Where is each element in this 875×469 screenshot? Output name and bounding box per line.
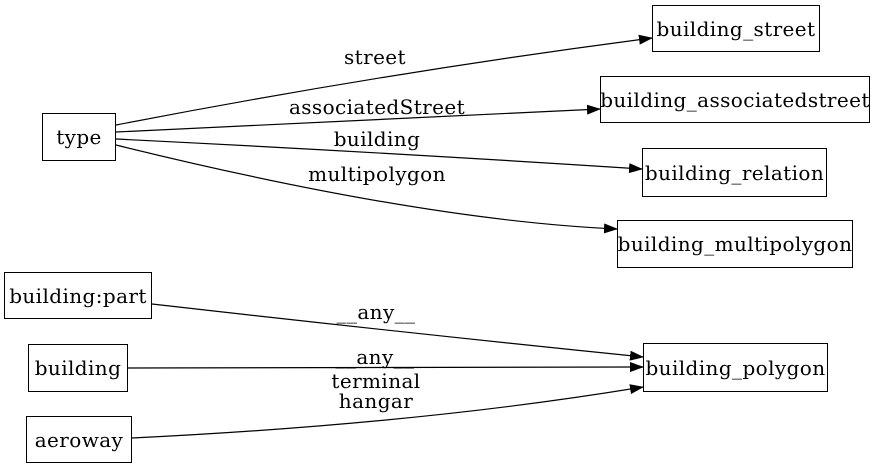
edge-label-line: associatedStreet bbox=[288, 95, 466, 119]
edge-label-building-part-to-building-polygon: __any__ bbox=[337, 302, 416, 322]
node-building-polygon: building_polygon bbox=[643, 343, 828, 392]
edge-label-line: building bbox=[333, 127, 421, 151]
edge-type-to-building-associatedstreet bbox=[115, 104, 601, 133]
edge-label-line: street bbox=[344, 45, 406, 69]
node-building-part: building:part bbox=[4, 272, 152, 319]
edge-label-type-to-building-relation: building bbox=[334, 129, 421, 149]
edge-type-to-building-relation bbox=[115, 138, 643, 174]
node-building-multipolygon: building_multipolygon bbox=[617, 220, 853, 268]
edge-type-to-building-multipolygon bbox=[115, 144, 618, 234]
node-building-associatedstreet: building_associatedstreet bbox=[600, 76, 870, 123]
edge-label-line: multipolygon bbox=[308, 162, 446, 186]
node-building-relation: building_relation bbox=[642, 148, 827, 197]
edge-aeroway-to-building-polygon bbox=[131, 384, 644, 439]
node-building-street: building_street bbox=[652, 5, 820, 52]
edge-label-line: __any__ bbox=[335, 345, 415, 369]
edge-label-type-to-building-multipolygon: multipolygon bbox=[308, 164, 446, 184]
node-type: type bbox=[42, 113, 116, 161]
edge-label-line: hangar bbox=[338, 389, 414, 413]
node-aeroway: aeroway bbox=[26, 416, 132, 463]
edge-label-type-to-building-associatedstreet: associatedStreet bbox=[289, 97, 465, 117]
edge-building-part-to-building-polygon bbox=[151, 303, 644, 361]
edge-label-line: terminal bbox=[331, 369, 421, 393]
edge-label-building-to-building-polygon: __any__ bbox=[336, 347, 415, 367]
edge-building-to-building-polygon bbox=[127, 362, 644, 373]
node-building: building bbox=[28, 344, 128, 392]
edge-label-line: __any__ bbox=[336, 300, 416, 324]
edge-label-type-to-building-street: street bbox=[344, 47, 406, 67]
edge-type-to-building-street bbox=[115, 34, 653, 126]
